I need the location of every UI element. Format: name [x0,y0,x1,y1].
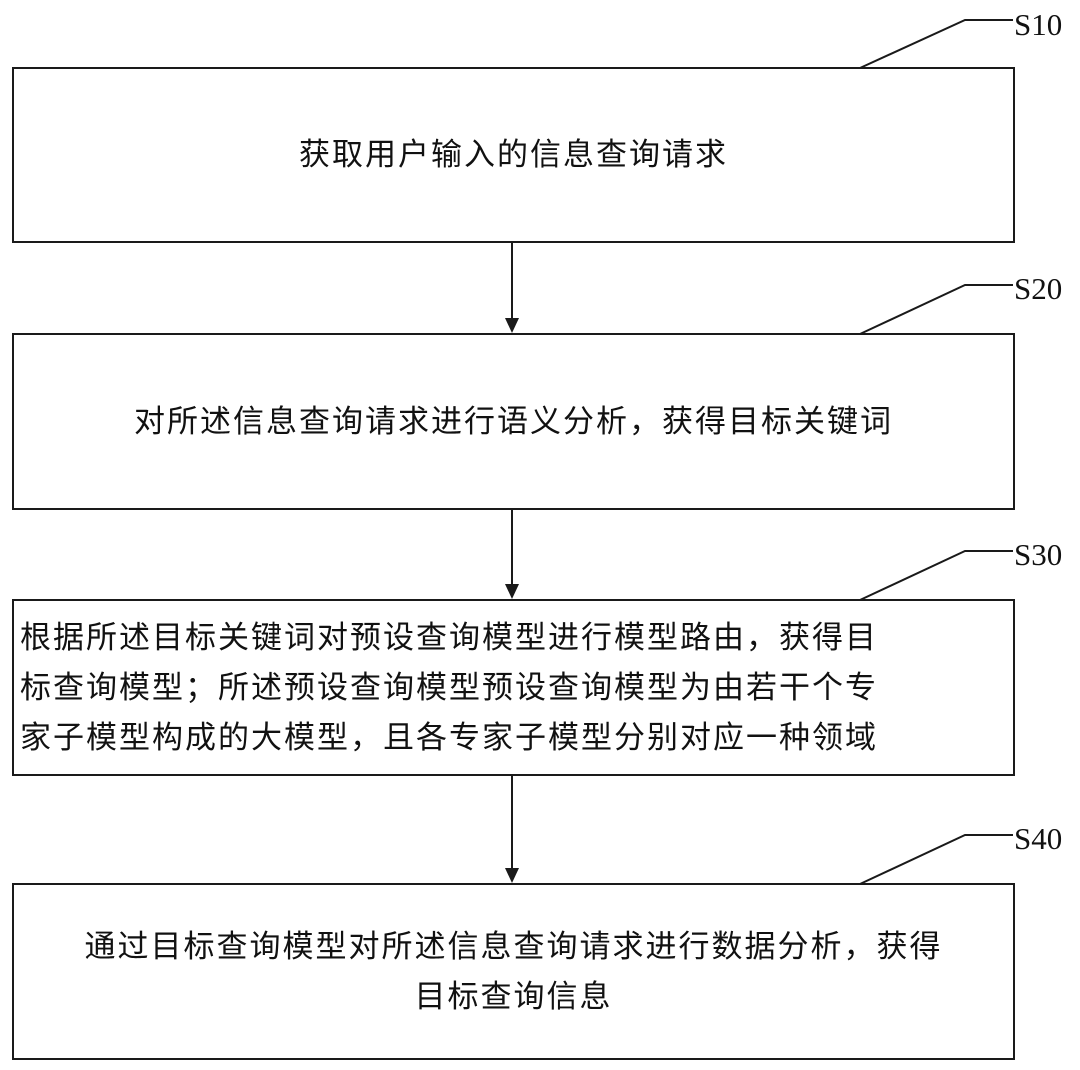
step-label-s30: S30 [1014,537,1063,572]
step-text-s10: 获取用户输入的信息查询请求 [291,130,736,180]
step-text-s20: 对所述信息查询请求进行语义分析，获得目标关键词 [126,397,901,447]
step-text-line: 家子模型构成的大模型，且各专家子模型分别对应一种领域 [20,719,878,756]
step-label-s10: S10 [1014,7,1063,42]
step-text-line: 通过目标查询模型对所述信息查询请求进行数据分析，获得 [84,928,943,965]
step-text-line: 根据所述目标关键词对预设查询模型进行模型路由，获得目 [20,619,878,656]
step-box-s30: 根据所述目标关键词对预设查询模型进行模型路由，获得目 标查询模型；所述预设查询模… [12,599,1015,776]
arrowhead-s30-to-s40 [505,868,519,883]
arrowhead-s20-to-s30 [505,584,519,599]
step-text-line: 获取用户输入的信息查询请求 [299,137,728,173]
step-label-s20: S20 [1014,271,1063,306]
step-box-s40: 通过目标查询模型对所述信息查询请求进行数据分析，获得 目标查询信息 [12,883,1015,1060]
step-text-line: 对所述信息查询请求进行语义分析，获得目标关键词 [134,403,893,440]
arrowhead-s10-to-s20 [505,318,519,333]
step-text-s30: 根据所述目标关键词对预设查询模型进行模型路由，获得目 标查询模型；所述预设查询模… [14,613,1013,763]
leader-line-s40 [859,834,1013,885]
step-label-s40: S40 [1014,821,1063,856]
step-text-s40: 通过目标查询模型对所述信息查询请求进行数据分析，获得 目标查询信息 [77,922,951,1022]
leader-line-s30 [859,550,1013,601]
step-text-line: 目标查询信息 [414,978,613,1015]
leader-line-s20 [859,284,1013,335]
step-box-s10: 获取用户输入的信息查询请求 [12,67,1015,243]
step-box-s20: 对所述信息查询请求进行语义分析，获得目标关键词 [12,333,1015,510]
leader-line-s10 [859,19,1013,69]
step-text-line: 标查询模型；所述预设查询模型预设查询模型为由若干个专 [20,669,878,706]
